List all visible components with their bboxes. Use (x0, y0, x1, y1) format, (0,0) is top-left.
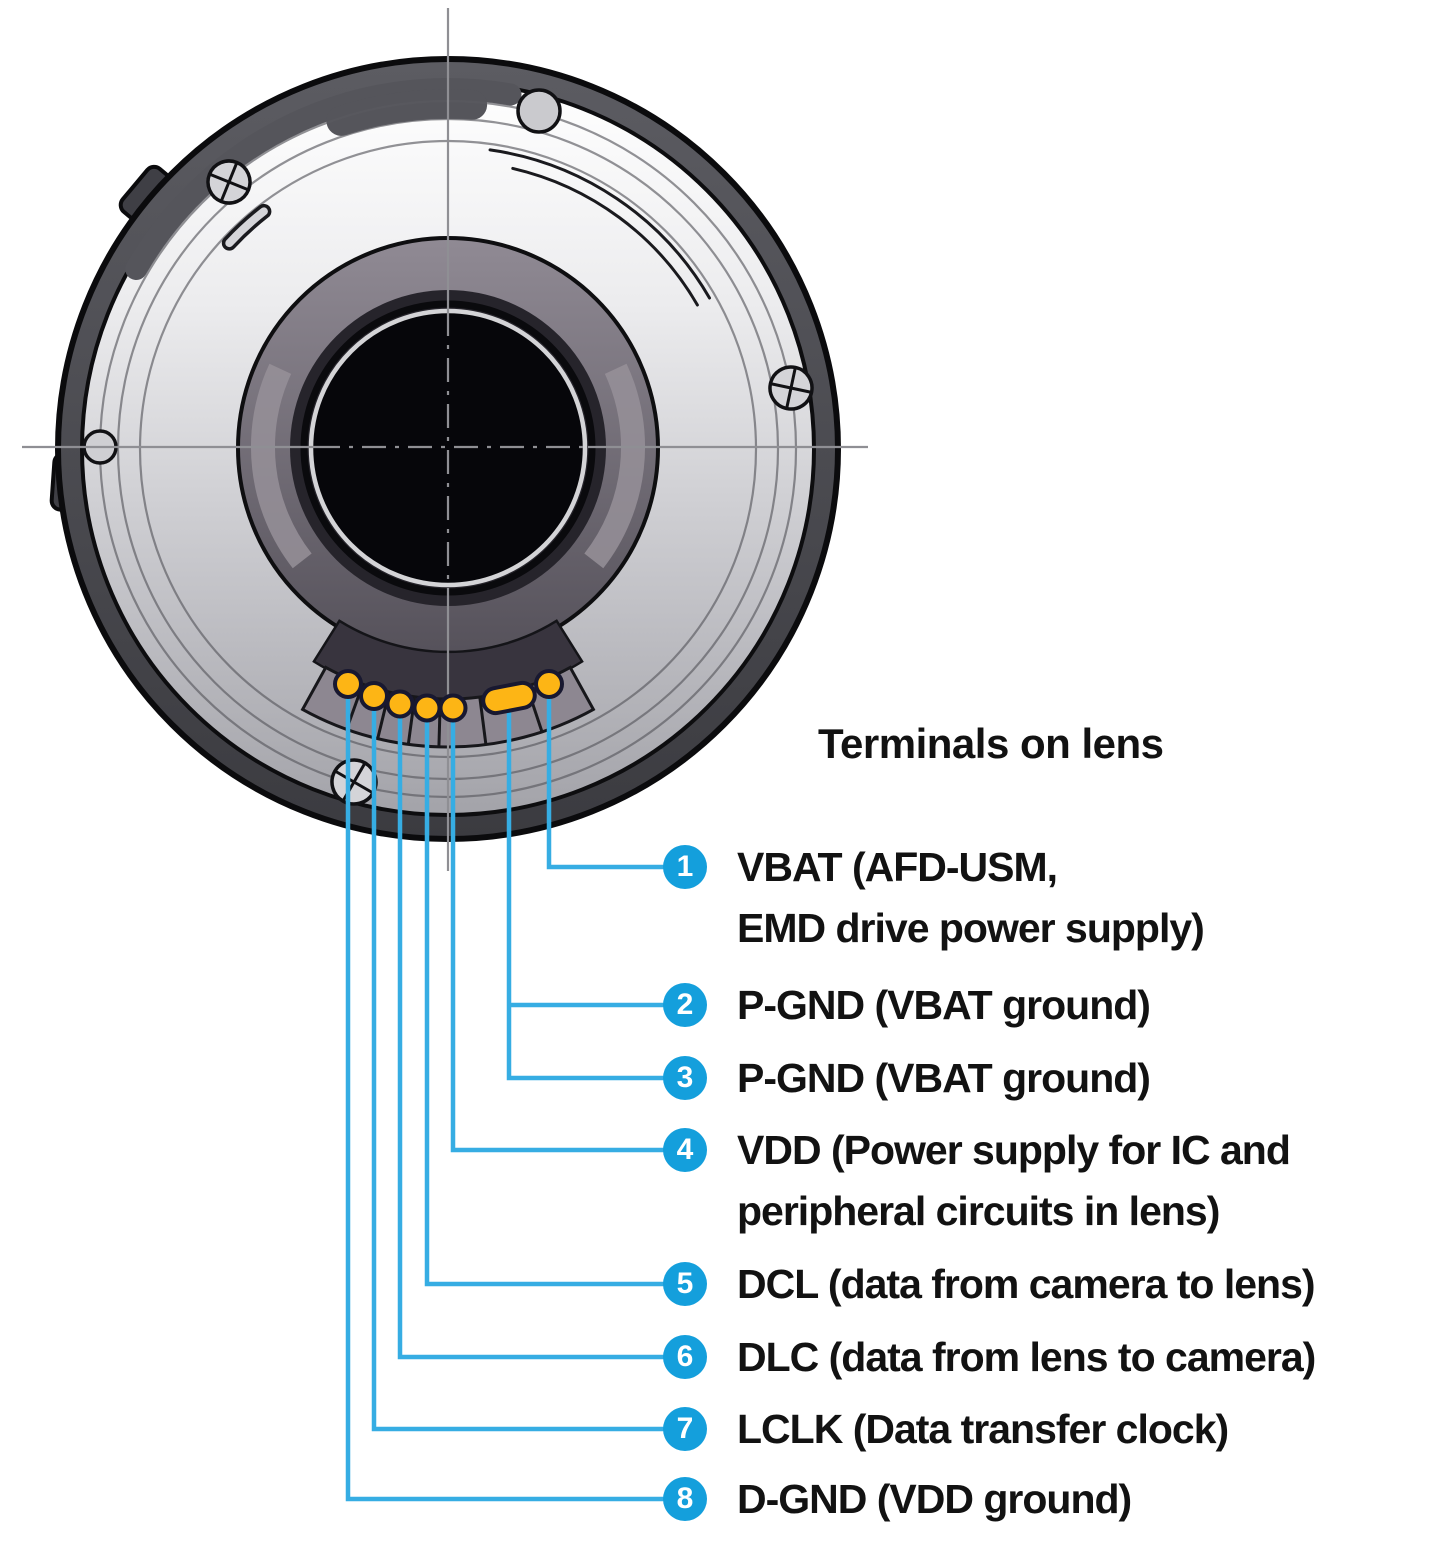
terminal-badge-6: 6 (663, 1335, 707, 1379)
leader-terminal-1 (546, 690, 665, 870)
mount-screw-right (768, 365, 814, 411)
leader-terminal-4 (450, 712, 665, 1153)
leader-terminal-6 (397, 710, 665, 1360)
lens-contacts (333, 669, 564, 723)
terminal-label-1: VBAT (AFD-USM,EMD drive power supply) (737, 844, 1205, 951)
flange-hole-top (516, 88, 562, 134)
contact-1 (534, 669, 564, 699)
bayonet-claw-arcs (250, 363, 646, 569)
diagram-title: Terminals on lens (818, 720, 1164, 767)
contact-2-3 (481, 680, 537, 716)
terminal-label-7: LCLK (Data transfer clock) (737, 1406, 1229, 1452)
terminal-badge-2: 2 (663, 983, 707, 1027)
contact-6 (385, 689, 415, 719)
contact-7 (359, 681, 389, 711)
leader-terminal-7 (371, 700, 665, 1432)
terminal-badge-7: 7 (663, 1407, 707, 1451)
flange-capsule-slot (221, 203, 272, 251)
terminal-label-2: P-GND (VBAT ground) (737, 982, 1151, 1028)
crosshair-lines (22, 8, 868, 871)
contact-4 (438, 693, 468, 723)
flange-slot-arcs (488, 148, 711, 307)
terminal-badge-4: 4 (663, 1128, 707, 1172)
leader-terminal-5 (424, 714, 665, 1287)
contact-8 (333, 669, 363, 699)
terminal-label-6: DLC (data from lens to camera) (737, 1334, 1316, 1380)
terminal-badge-3: 3 (663, 1056, 707, 1100)
terminal-badge-8: 8 (663, 1477, 707, 1521)
terminal-badge-1: 1 (663, 845, 707, 889)
leader-terminal-8 (345, 690, 665, 1502)
mount-screw-upper-left (206, 159, 252, 205)
terminal-leader-lines (345, 690, 665, 1502)
contact-5 (412, 693, 442, 723)
leader-terminal-2-3 (506, 708, 665, 1081)
terminal-badge-5: 5 (663, 1262, 707, 1306)
terminal-label-3: P-GND (VBAT ground) (737, 1055, 1151, 1101)
terminal-label-8: D-GND (VDD ground) (737, 1476, 1132, 1522)
terminal-label-5: DCL (data from camera to lens) (737, 1261, 1316, 1307)
